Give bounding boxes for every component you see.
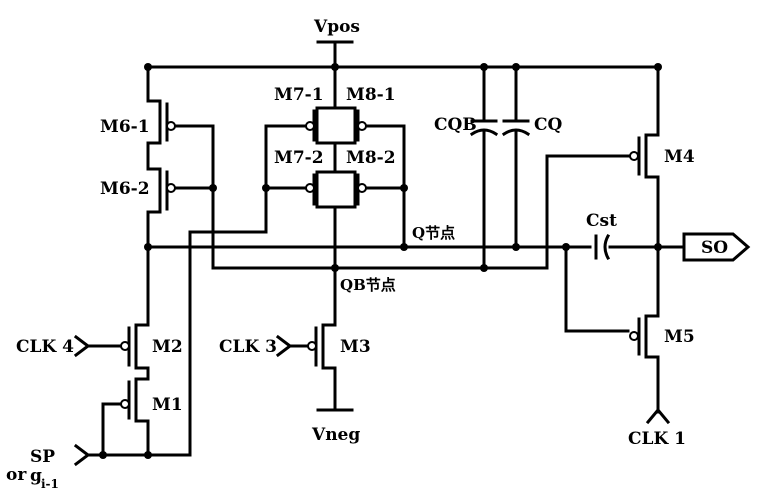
capacitor-cqb <box>469 119 499 137</box>
sp-input-arrow <box>73 443 91 467</box>
m5-label: M5 <box>664 327 695 347</box>
transistor-m6-2 <box>146 167 176 214</box>
transistor-m3 <box>307 323 337 370</box>
m3-label: M3 <box>340 337 371 357</box>
clk4-input-arrow <box>73 334 91 358</box>
cqb-label: CQB <box>434 115 477 135</box>
capacitor-cst <box>594 233 611 261</box>
cq-label: CQ <box>534 115 563 135</box>
m7-2-label: M7-2 <box>274 148 324 168</box>
capacitor-cq <box>501 119 531 137</box>
clk4-label: CLK 4 <box>16 337 74 357</box>
transistor-m5 <box>629 314 660 359</box>
clk1-label: CLK 1 <box>628 429 686 449</box>
qb-node-label: QB节点 <box>340 276 396 294</box>
g-label: g <box>30 466 42 486</box>
vneg-label: Vneg <box>311 425 360 445</box>
m7-1-label: M7-1 <box>274 85 324 105</box>
q-node-label: Q节点 <box>412 224 455 242</box>
sp-label: SP <box>30 447 55 467</box>
clk1-input-arrow <box>645 407 671 425</box>
transistor-m6-1 <box>146 99 176 145</box>
so-label: SO <box>701 238 728 258</box>
transistor-m2 <box>120 323 150 370</box>
so-output-terminal <box>682 232 751 262</box>
or-label: or <box>6 465 27 485</box>
g-subscript-label: i-1 <box>41 477 59 491</box>
m8-2-label: M8-2 <box>346 148 396 168</box>
m6-2-label: M6-2 <box>100 179 150 199</box>
cst-label: Cst <box>586 211 617 231</box>
junction-dots <box>99 63 662 459</box>
transistor-m1 <box>120 377 150 423</box>
m1-label: M1 <box>152 395 183 415</box>
labels: Vpos Vneg M6-1 M6-2 M7-1 M8-1 M7-2 M8-2 … <box>6 17 728 491</box>
m2-label: M2 <box>152 337 183 357</box>
clk3-input-arrow <box>275 334 293 358</box>
m4-label: M4 <box>664 147 695 167</box>
transistor-m4 <box>629 133 660 179</box>
transistor-m7-2-m8-2 <box>305 170 367 209</box>
clk3-label: CLK 3 <box>219 337 277 357</box>
m6-1-label: M6-1 <box>100 117 150 137</box>
vpos-label: Vpos <box>313 17 360 37</box>
m8-1-label: M8-1 <box>346 85 396 105</box>
transistor-m7-1-m8-1 <box>305 106 367 145</box>
